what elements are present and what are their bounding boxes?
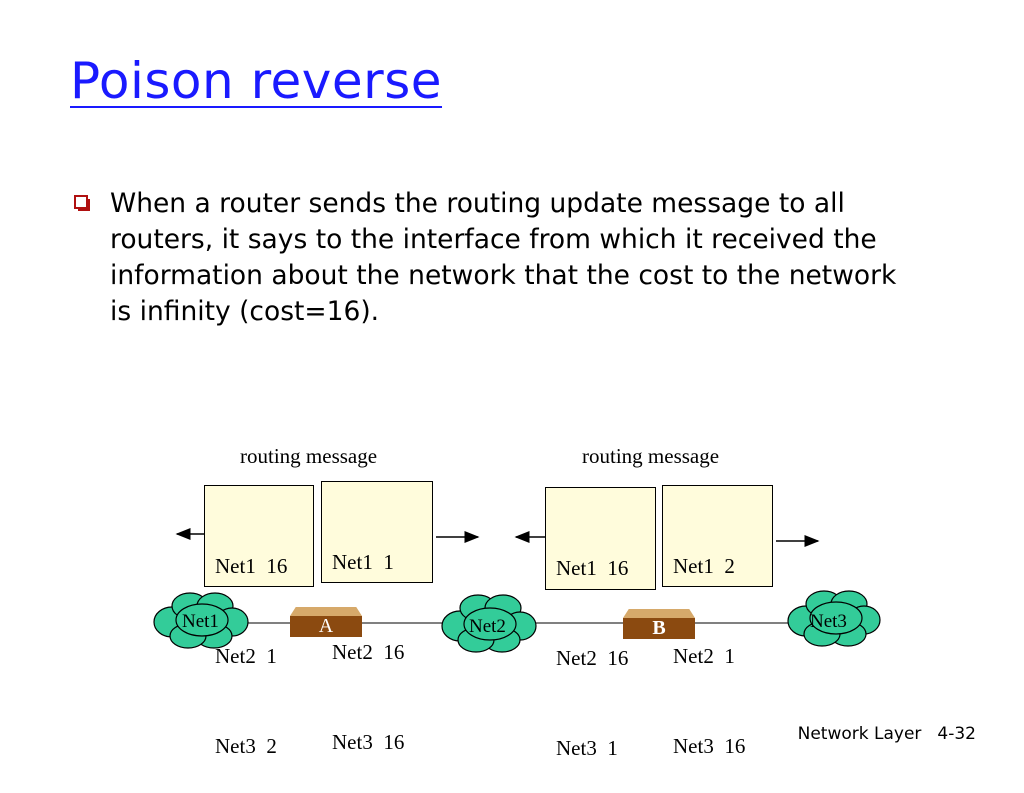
- table-row: Net2 16: [556, 646, 629, 670]
- router-a-label: A: [290, 616, 362, 637]
- footer-chapter: Network Layer: [797, 724, 922, 744]
- table-row: Net2 1: [215, 644, 277, 668]
- table-row: Net3 1: [556, 736, 618, 760]
- bullet-text: When a router sends the routing update m…: [110, 188, 897, 327]
- cloud-net1-icon: [153, 592, 249, 649]
- router-b-top-icon: [623, 609, 695, 618]
- table-row: Net2 1: [673, 644, 735, 668]
- cloud-net1-label: Net1: [182, 611, 219, 632]
- routing-message-label-b: routing message: [582, 444, 720, 468]
- checkbox-bullet-icon: [74, 195, 90, 211]
- table-row: Net1 16: [215, 554, 288, 578]
- routing-table-b-right: Net1 2 Net2 1 Net3 16: [662, 485, 773, 758]
- router-b: B: [623, 609, 695, 639]
- routing-table-a-right: Net1 1 Net2 16 Net3 16: [321, 481, 433, 754]
- table-row: Net1 16: [556, 556, 629, 580]
- table-row: Net3 16: [332, 730, 405, 754]
- footer-page-number: 4-32: [937, 724, 976, 744]
- table-row: Net2 16: [332, 640, 405, 664]
- routing-message-label-a: routing message: [240, 444, 378, 468]
- routing-table-b-left: Net1 16 Net2 16 Net3 1: [545, 487, 656, 760]
- router-a-top-icon: [290, 607, 362, 616]
- router-a: A: [290, 607, 362, 637]
- table-row: Net1 2: [673, 554, 735, 578]
- routing-table-a-left: Net1 16 Net2 1 Net3 2: [204, 485, 314, 758]
- cloud-net3-icon: [787, 590, 881, 647]
- table-row: Net3 2: [215, 734, 277, 758]
- cloud-net2-icon: [441, 594, 537, 653]
- table-row: Net3 16: [673, 734, 746, 758]
- cloud-net2-label: Net2: [469, 616, 506, 637]
- slide-title: Poison reverse: [70, 52, 443, 110]
- table-row: Net1 1: [332, 550, 394, 574]
- network-diagram: Net1 Net2 Net3: [153, 528, 881, 653]
- router-b-label: B: [623, 618, 695, 639]
- slide-footer: Network Layer 4-32: [798, 724, 976, 744]
- cloud-net3-label: Net3: [810, 611, 847, 632]
